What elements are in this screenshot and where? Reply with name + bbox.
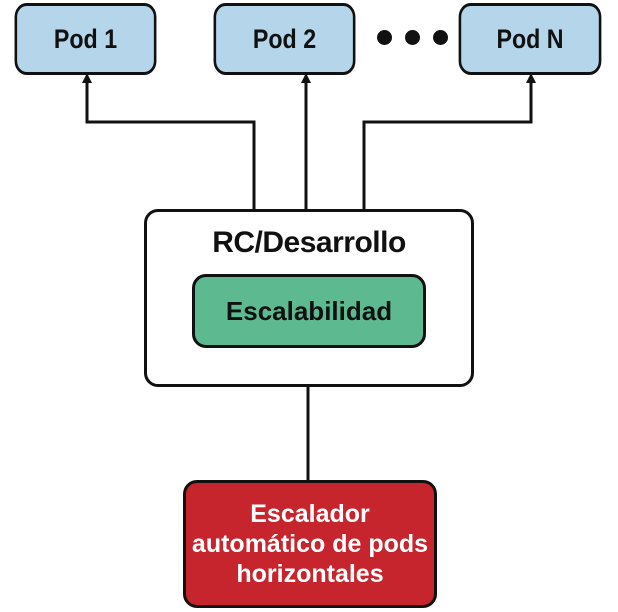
pod-1-box: Pod 1	[14, 3, 157, 75]
autoscaler-box: Escalador automático de pods horizontale…	[183, 480, 437, 608]
controller-title: RC/Desarrollo	[212, 226, 406, 259]
pod-n-label: Pod N	[496, 23, 564, 54]
pod-1-label: Pod 1	[53, 23, 118, 54]
ellipsis-dots	[377, 30, 448, 45]
pod-2-box: Pod 2	[213, 3, 356, 75]
scaling-label: Escalabilidad	[225, 295, 393, 326]
arrow-to-pod-n	[362, 73, 536, 209]
pod-2-label: Pod 2	[252, 23, 317, 54]
autoscaler-line-3: horizontales	[236, 560, 384, 588]
ellipsis-dot	[377, 30, 392, 45]
ellipsis-dot	[433, 30, 448, 45]
autoscaler-line-2: automático de pods	[191, 530, 429, 558]
autoscaler-line-1: Escalador	[250, 500, 370, 528]
scaling-box: Escalabilidad	[192, 274, 426, 348]
arrow-to-pod-1	[82, 73, 256, 209]
pod-n-box: Pod N	[458, 3, 602, 75]
ellipsis-dot	[405, 30, 420, 45]
